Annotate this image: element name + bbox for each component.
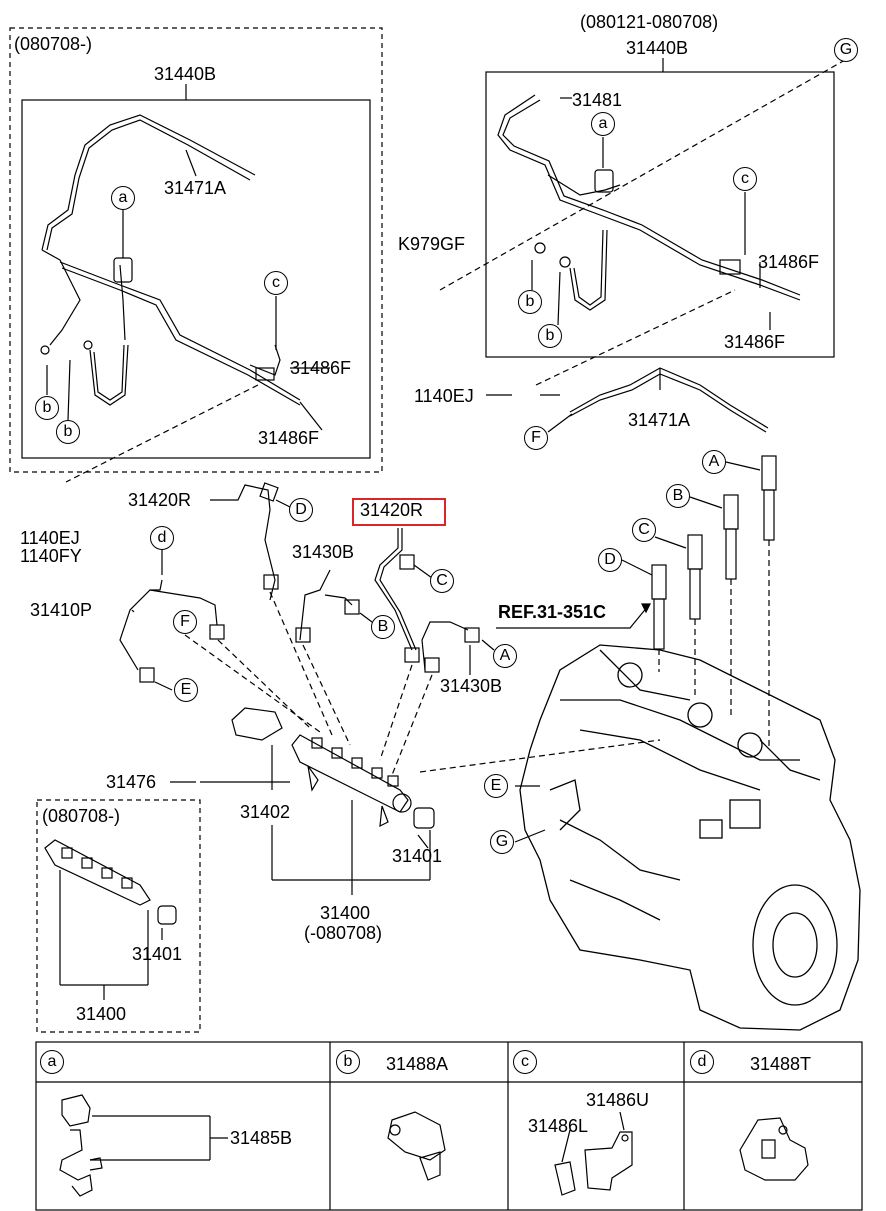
label-31430B-right: 31430B (440, 676, 503, 696)
callout-G-engine: G (490, 830, 514, 854)
label-31486F-left-2: 31486F (258, 428, 320, 448)
callout-C-injector: C (632, 518, 656, 542)
callout-a-left: a (111, 186, 135, 210)
legend-key-d: d (690, 1050, 714, 1074)
callout-C-pipe: C (430, 569, 454, 593)
label-31402: 31402 (240, 802, 291, 822)
legend-key-b: b (336, 1050, 360, 1074)
common-rail (291, 734, 412, 828)
callout-b-right-2: b (538, 324, 562, 348)
callout-A-pipe: A (493, 644, 517, 668)
callout-D-pipe: D (289, 498, 313, 522)
callout-d-pipe: d (150, 526, 174, 550)
label-31481: 31481 (572, 90, 623, 110)
callout-c-left: c (264, 271, 288, 295)
callout-F-top: F (524, 426, 548, 450)
top-left-dashed-box (9, 27, 383, 473)
top-left-inner-box (21, 99, 371, 459)
label-1140FY-left: 1140FY (20, 546, 82, 566)
label-31471A-left: 31471A (164, 178, 227, 198)
label-31486F-left-1: 31486F (290, 358, 352, 378)
label-31400-box: 31400 (76, 1004, 127, 1024)
injector-B (723, 494, 739, 715)
label-31420R-left: 31420R (128, 490, 192, 510)
label-31430B-top: 31430B (292, 542, 355, 562)
injector-D (651, 564, 667, 672)
callout-b-left-2: b (56, 420, 80, 444)
legend-a-sub-31485B: 31485B (230, 1128, 293, 1148)
label-31401-box: 31401 (132, 944, 183, 964)
top-right-assembly-label: 31440B (626, 38, 689, 58)
label-1140EJ-left: 1140EJ (20, 528, 80, 548)
legend-c-sub-31486L: 31486L (528, 1116, 589, 1136)
label-31476: 31476 (106, 772, 157, 792)
label-31471A-right: 31471A (628, 410, 691, 430)
label-1140EJ-right: 1140EJ (414, 386, 474, 406)
callout-G-top: G (834, 38, 858, 62)
injector-C (687, 534, 703, 695)
callout-E-engine: E (484, 774, 508, 798)
label-31486F-right-2: 31486F (724, 332, 786, 352)
legend-c-sub-31486U: 31486U (586, 1090, 650, 1110)
engine-block (519, 644, 861, 1031)
callout-F-pipe: F (173, 610, 197, 634)
label-31410P: 31410P (30, 600, 93, 620)
callout-c-right: c (733, 167, 757, 191)
callout-B-injector: B (666, 484, 690, 508)
top-right-range-label: (080121-080708) (580, 12, 719, 32)
top-left-assembly-label: 31440B (154, 64, 217, 84)
top-left-range-label: (080708-) (14, 34, 93, 54)
label-K979GF: K979GF (398, 234, 466, 254)
callout-D-injector: D (598, 548, 622, 572)
highlight-box-31420R (352, 498, 446, 526)
legend-d-part: 31488T (750, 1054, 812, 1074)
callout-B-pipe: B (371, 615, 395, 639)
callout-A-injector: A (702, 450, 726, 474)
legend-key-c: c (513, 1050, 537, 1074)
injector-A (761, 455, 777, 750)
legend-key-a: a (40, 1050, 64, 1074)
label-31401-main: 31401 (392, 846, 443, 866)
callout-a-right: a (591, 112, 615, 136)
label-31400-main: 31400 (320, 903, 371, 923)
callout-b-left-1: b (35, 396, 59, 420)
label-31486F-right-1: 31486F (758, 252, 820, 272)
label-31420R-highlighted[interactable]: 31420R (360, 500, 424, 520)
top-right-inner-box (485, 71, 835, 358)
label-080708-range: (-080708) (304, 923, 383, 943)
callout-b-right-1: b (518, 290, 542, 314)
legend-table (35, 1041, 863, 1211)
callout-E-pipe: E (174, 678, 198, 702)
bottom-left-dashed-box (36, 799, 201, 1033)
legend-b-part: 31488A (386, 1054, 449, 1074)
ref-label: REF.31-351C (498, 602, 607, 622)
bottom-left-range-label: (080708-) (42, 806, 121, 826)
